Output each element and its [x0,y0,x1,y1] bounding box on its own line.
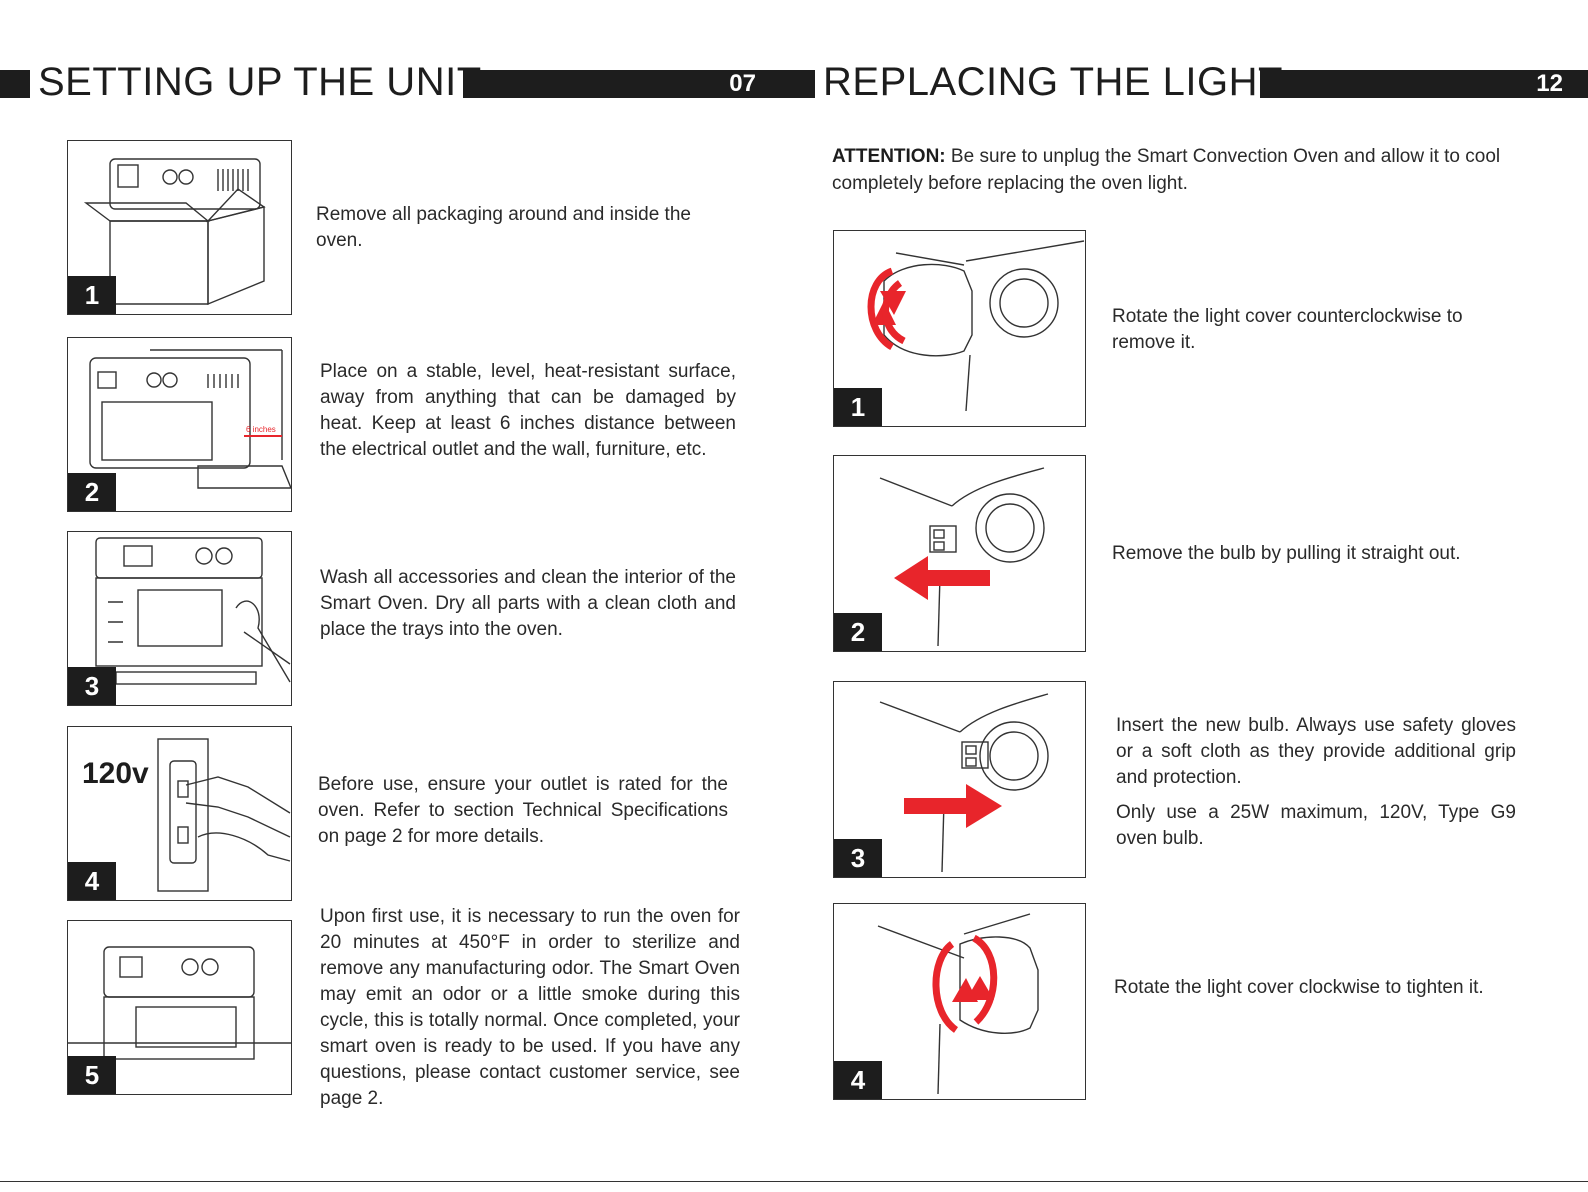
first-use-oven-illustration [68,946,291,1060]
header-bar-right [1260,70,1588,98]
right-step-2-text: Remove the bulb by pulling it straight o… [1112,543,1461,564]
step-badge: 3 [68,667,116,705]
right-step-3-text-a: Insert the new bulb. Always use safety g… [1116,715,1516,788]
left-step-5-text: Upon first use, it is necessary to run t… [320,906,740,1109]
left-header: SETTING UP THE UNIT 07 [0,60,815,104]
left-section-title: SETTING UP THE UNIT [38,60,482,104]
step-badge: 5 [68,1056,116,1094]
right-header: REPLACING THE LIGHT 12 [815,60,1588,104]
step-badge: 4 [68,862,116,900]
rotate-cover-ccw-illustration [867,240,1085,412]
voltage-label: 120v [82,757,149,790]
attention-text: Be sure to unplug the Smart Convection O… [832,146,1501,194]
left-step-5-figure: 5 [67,920,292,1095]
outlet-plug-illustration: 120v [82,738,291,892]
step-badge: 2 [68,473,116,511]
bottom-rule [0,1181,1588,1182]
oven-clearance-illustration: 6 inches [89,349,291,489]
attention-note: ATTENTION: Be sure to unplug the Smart C… [832,143,1532,197]
step-badge: 1 [834,388,882,426]
left-step-1-text: Remove all packaging around and inside t… [316,204,691,251]
right-step-1-text: Rotate the light cover counterclockwise … [1112,306,1463,353]
attention-label: ATTENTION: [832,146,946,167]
header-bar-left-stub [0,70,30,98]
left-step-4-figure: 120v 4 [67,726,292,901]
right-step-4-figure: 4 [833,903,1086,1100]
left-step-4-text: Before use, ensure your outlet is rated … [318,774,728,847]
left-step-3-text: Wash all accessories and clean the inter… [320,567,736,640]
left-step-2-text: Place on a stable, level, heat-resistant… [320,361,736,460]
right-page-number: 12 [1536,70,1563,97]
right-step-4-text: Rotate the light cover clockwise to tigh… [1114,977,1484,998]
header-bar-left [463,70,815,98]
insert-bulb-illustration [879,693,1049,873]
pull-bulb-illustration [879,467,1045,647]
step-badge: 1 [68,276,116,314]
step-badge: 3 [834,839,882,877]
step-badge: 2 [834,613,882,651]
left-step-3-figure: 3 [67,531,292,706]
left-step-2-figure: 6 inches 2 [67,337,292,512]
right-step-1-figure: 1 [833,230,1086,427]
left-page-number: 07 [729,70,756,97]
rotate-cover-cw-illustration [877,913,1039,1095]
left-step-1-figure: 1 [67,140,292,315]
right-step-2-figure: 2 [833,455,1086,652]
right-section-title: REPLACING THE LIGHT [823,60,1283,104]
cleaning-interior-illustration [95,537,291,685]
right-step-3-figure: 3 [833,681,1086,878]
right-step-3-text-b: Only use a 25W maximum, 120V, Type G9 ov… [1116,802,1516,849]
clearance-label: 6 inches [246,425,276,434]
step-badge: 4 [834,1061,882,1099]
right-step-3-text: Insert the new bulb. Always use safety g… [1116,713,1516,861]
